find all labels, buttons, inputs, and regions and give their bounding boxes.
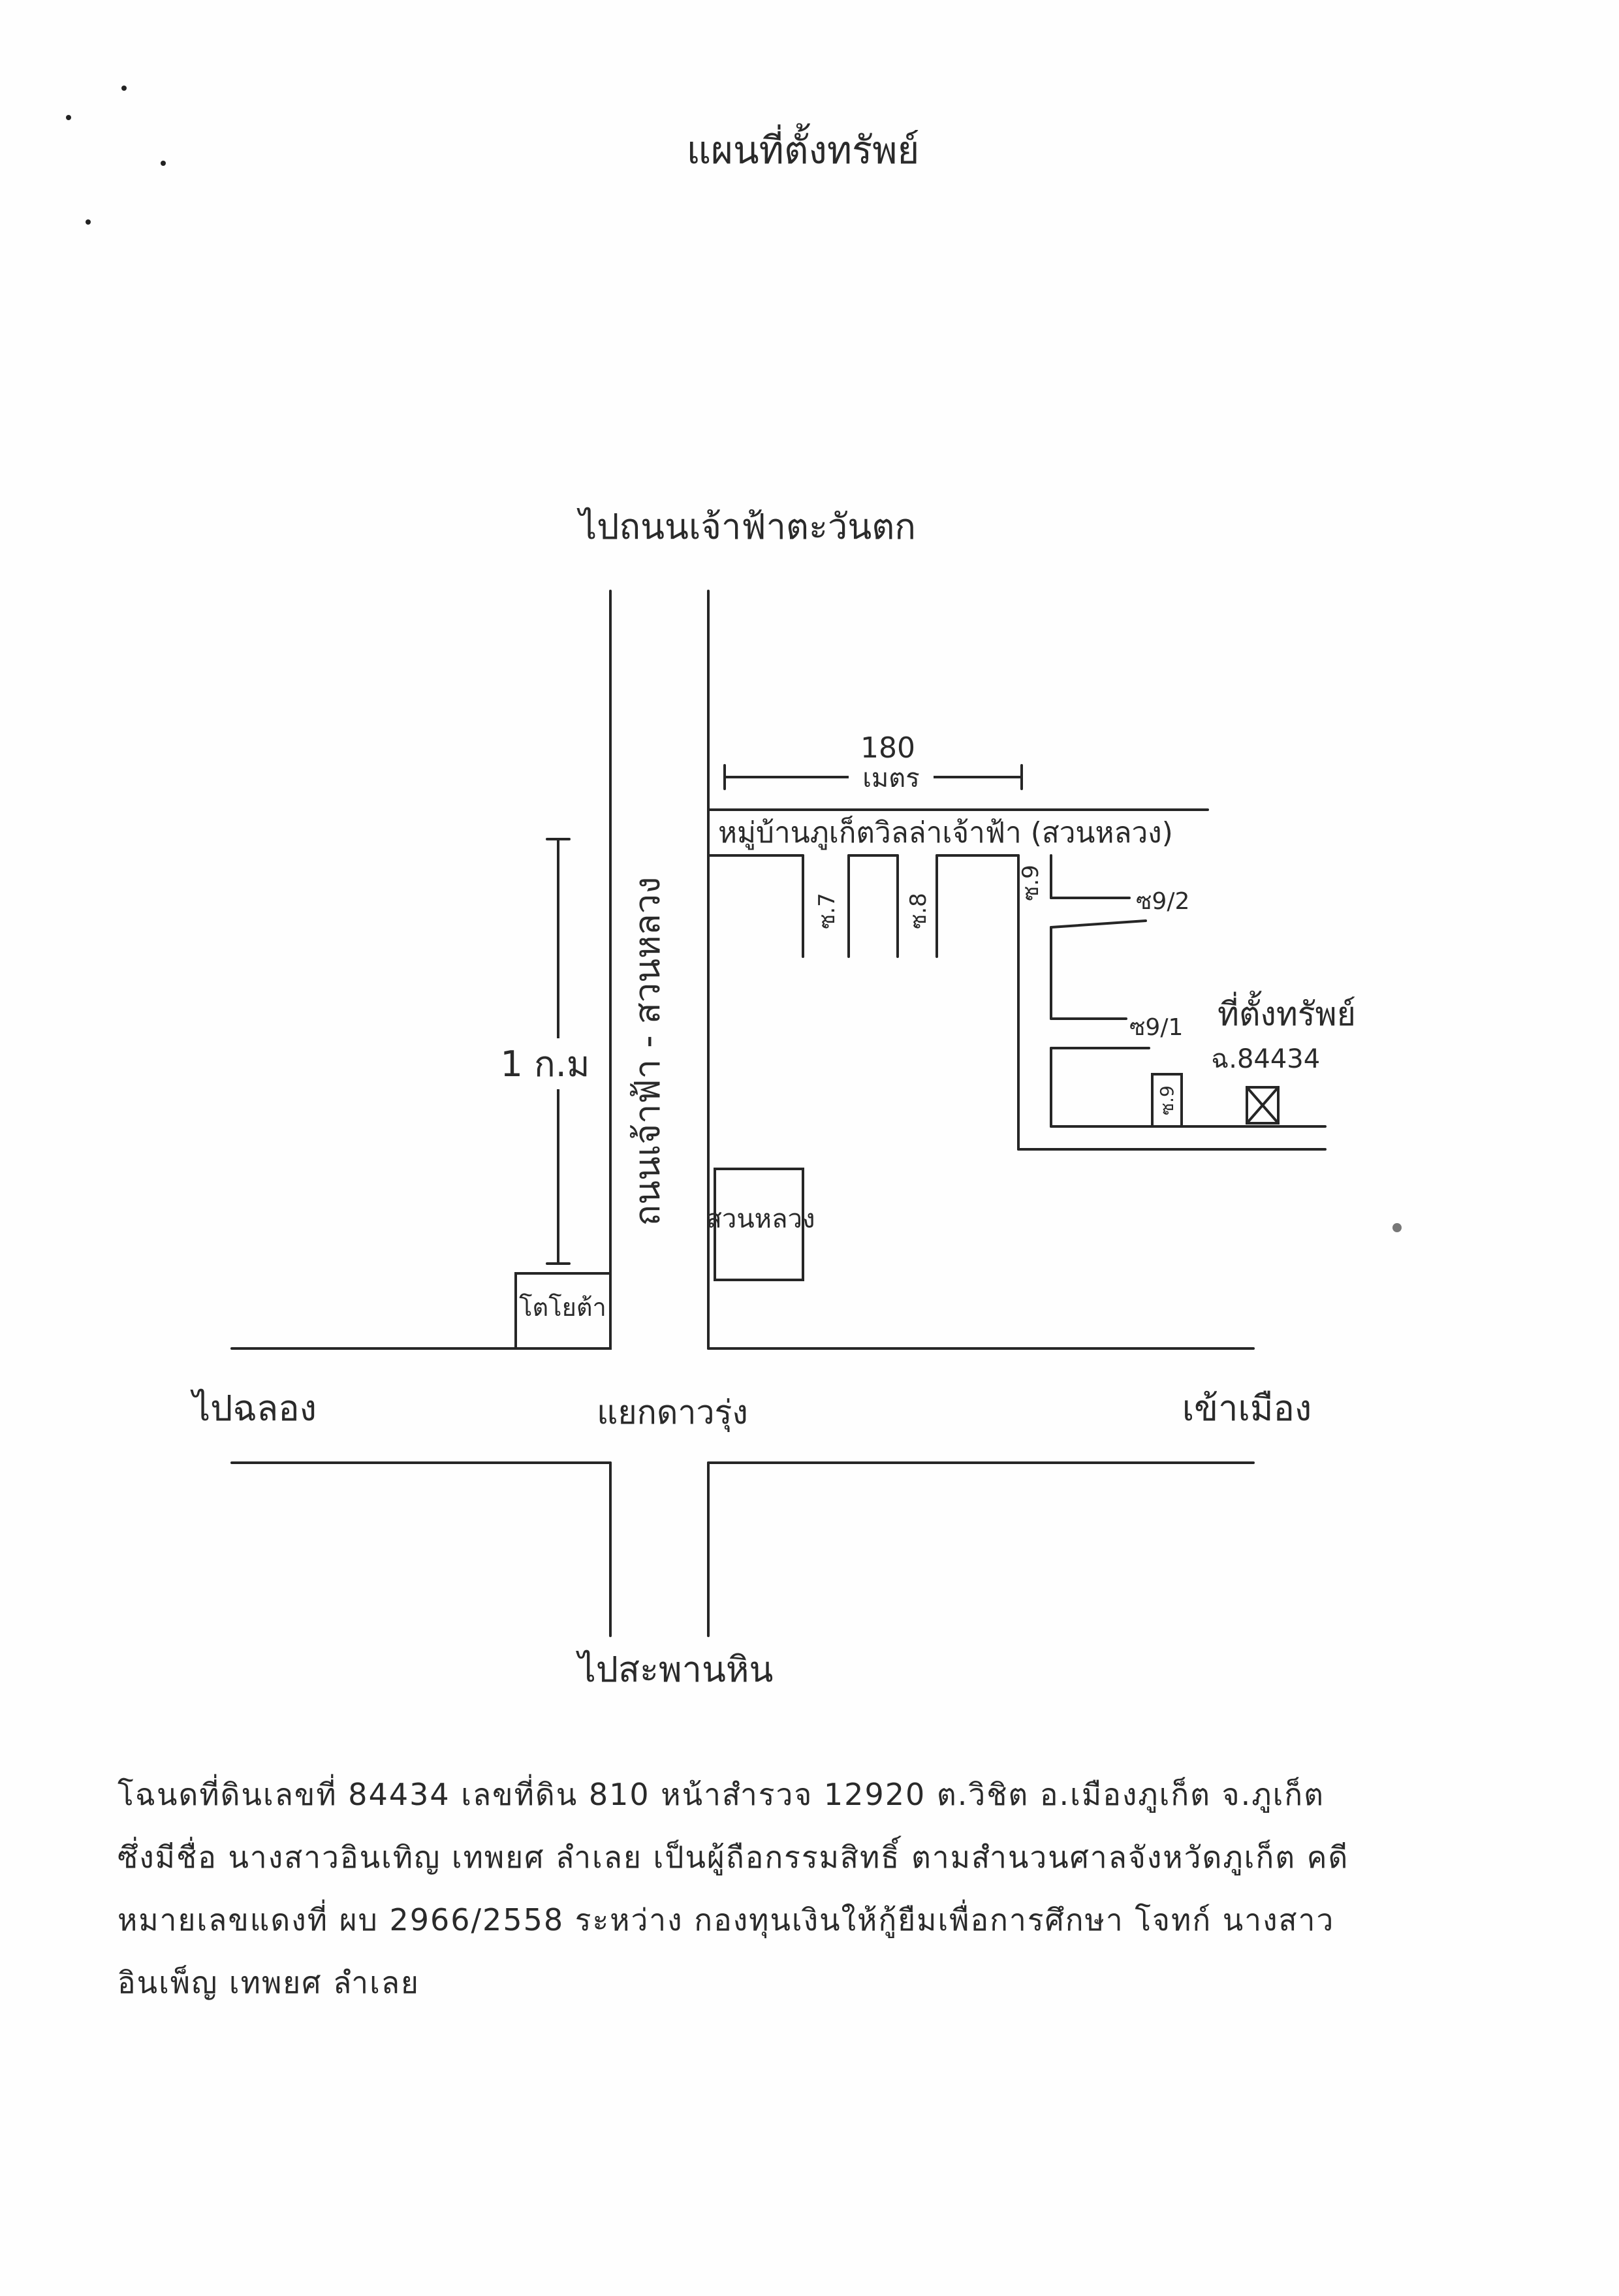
label-distance-180: 180	[860, 731, 915, 765]
label-property: ที่ตั้งทรัพย์	[1218, 991, 1356, 1033]
dimension-1km-label-bg	[486, 1038, 604, 1089]
label-west: ไปฉลอง	[190, 1388, 317, 1429]
suan-luang-building	[714, 1168, 804, 1281]
label-sub-soi-9-1: ซ9/1	[1129, 1014, 1183, 1041]
label-junction: แยกดาวรุ่ง	[597, 1394, 748, 1432]
deed-description-line: อินเพ็ญ เทพยศ ลำเลย	[118, 1965, 420, 2000]
label-suan-luang: สวนหลวง	[706, 1204, 815, 1234]
deed-description: โฉนดที่ดินเลขที่ 84434 เลขที่ดิน 810 หน้…	[118, 1763, 1475, 2014]
speck	[121, 86, 127, 91]
dimension-180m-label-bg	[849, 764, 934, 791]
deed-description-line: ซึ่งมีชื่อ นางสาวอินเทิญ เทพยศ ลำเลย เป็…	[118, 1840, 1349, 1875]
label-soi-7: ซ.7	[814, 893, 840, 929]
label-distance-180-unit: เมตร	[862, 763, 920, 793]
label-property-deed: ฉ.84434	[1211, 1044, 1320, 1074]
label-south: ไปสะพานหิน	[576, 1649, 774, 1690]
label-toyota: โตโยต้า	[519, 1293, 606, 1322]
deed-description-line: หมายเลขแดงที่ ผบ 2966/2558 ระหว่าง กองทุ…	[118, 1902, 1335, 1937]
label-main-road: ถนนเจ้าฟ้า - สวนหลวง	[627, 877, 668, 1226]
label-east: เข้าเมือง	[1182, 1388, 1312, 1429]
label-north: ไปถนนเจ้าฟ้าตะวันตก	[576, 506, 916, 547]
label-village: หมู่บ้านภูเก็ตวิลล่าเจ้าฟ้า (สวนหลวง)	[718, 816, 1173, 850]
property-marker	[1246, 1086, 1280, 1124]
speck	[1392, 1223, 1402, 1232]
label-distance-1km: 1 ก.ม	[501, 1044, 590, 1085]
label-sub-soi-box: ซ.9	[1156, 1085, 1178, 1115]
sub-soi-9-2-bottom-edge	[1050, 919, 1147, 929]
speck	[86, 219, 91, 225]
speck	[161, 161, 166, 166]
label-soi-8: ซ.8	[905, 893, 932, 929]
label-soi-9: ซ.9	[1018, 865, 1044, 901]
map-title: แผนที่ตั้งทรัพย์	[687, 123, 920, 172]
speck	[66, 115, 71, 120]
toyota-building	[514, 1272, 612, 1350]
property-marker-cross-b	[1246, 1086, 1280, 1124]
label-sub-soi-9-2: ซ9/2	[1136, 888, 1189, 915]
deed-description-line: โฉนดที่ดินเลขที่ 84434 เลขที่ดิน 810 หน้…	[118, 1777, 1325, 1812]
